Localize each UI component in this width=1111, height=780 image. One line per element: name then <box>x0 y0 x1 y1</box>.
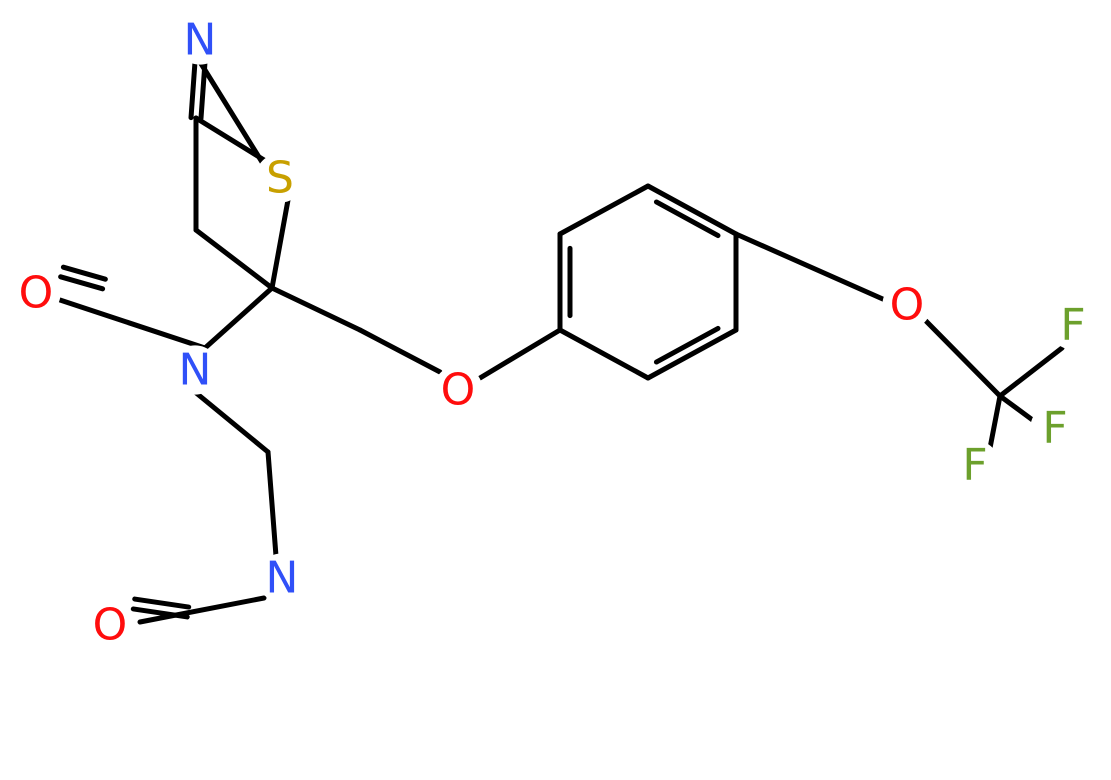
bond <box>269 285 363 333</box>
atom-label-n: N <box>179 345 212 396</box>
bond <box>557 183 651 237</box>
bond-line <box>997 393 1041 427</box>
bond <box>269 197 291 291</box>
bond <box>58 264 108 292</box>
atom-label-halo <box>1048 300 1098 350</box>
bond <box>130 596 192 620</box>
atom-label-halo <box>882 280 932 330</box>
atom-label-halo <box>255 153 305 203</box>
bond <box>192 389 271 455</box>
bond <box>265 449 279 559</box>
bond <box>997 345 1065 399</box>
atom-label-o: O <box>93 600 128 651</box>
bond-line <box>357 327 443 375</box>
bond-line <box>265 449 279 559</box>
bond <box>137 595 267 625</box>
bond-line <box>557 183 651 237</box>
bond-line-parallel <box>60 264 108 282</box>
atom-label-o: O <box>441 365 476 416</box>
bond <box>645 183 739 239</box>
bond-line <box>997 345 1065 399</box>
bond-line <box>645 183 739 237</box>
atom-label-halo <box>257 553 307 603</box>
bond <box>997 393 1041 427</box>
bond-line <box>130 606 190 620</box>
atom-label-halo <box>11 268 61 318</box>
bond <box>557 231 573 333</box>
atom-label-n: N <box>184 15 217 66</box>
bond <box>922 317 1003 399</box>
bond-line-parallel <box>132 596 192 610</box>
bond-line <box>269 197 291 291</box>
bond <box>193 227 275 291</box>
bond-line <box>188 59 198 121</box>
atom-label-s: S <box>266 153 294 204</box>
atom-label-layer: N S O N O N O O F F F <box>11 15 1098 651</box>
bond-line <box>269 285 363 333</box>
bond-line <box>57 297 208 351</box>
bond <box>987 393 1003 451</box>
bond-line <box>645 327 739 381</box>
bond <box>645 325 739 381</box>
bond-line <box>193 227 275 291</box>
atom-label-halo <box>85 600 135 650</box>
bond <box>202 285 275 351</box>
atom-label-o: O <box>19 268 54 319</box>
bond <box>57 297 208 351</box>
bond-line <box>922 317 1003 399</box>
atom-label-halo <box>170 345 220 395</box>
atom-label-halo <box>950 440 1000 490</box>
bond <box>733 231 888 303</box>
bond-line <box>202 285 275 351</box>
atom-label-halo <box>175 15 225 65</box>
bond-line <box>987 393 1003 451</box>
atom-label-n: N <box>266 553 299 604</box>
bond-line <box>137 595 267 625</box>
bond <box>197 59 265 165</box>
atom-label-halo <box>433 365 483 415</box>
atom-label-halo <box>1030 403 1080 453</box>
bond-line <box>197 59 265 165</box>
bond-line <box>192 389 271 455</box>
bond-line-inner <box>653 199 721 239</box>
atom-label-o: O <box>890 280 925 331</box>
bond-line <box>557 327 651 381</box>
bond-layer <box>57 59 1065 625</box>
bond-line <box>193 115 267 163</box>
bond-line <box>733 231 888 303</box>
atom-label-f: F <box>1042 403 1067 454</box>
atom-label-f: F <box>1060 300 1085 351</box>
bond <box>357 327 443 375</box>
bond-line-inner <box>653 325 721 365</box>
bond <box>193 115 267 163</box>
atom-label-f: F <box>962 440 987 491</box>
bond <box>477 327 563 381</box>
bond-line <box>477 327 563 381</box>
bond-line <box>58 274 106 292</box>
bond <box>557 327 651 381</box>
